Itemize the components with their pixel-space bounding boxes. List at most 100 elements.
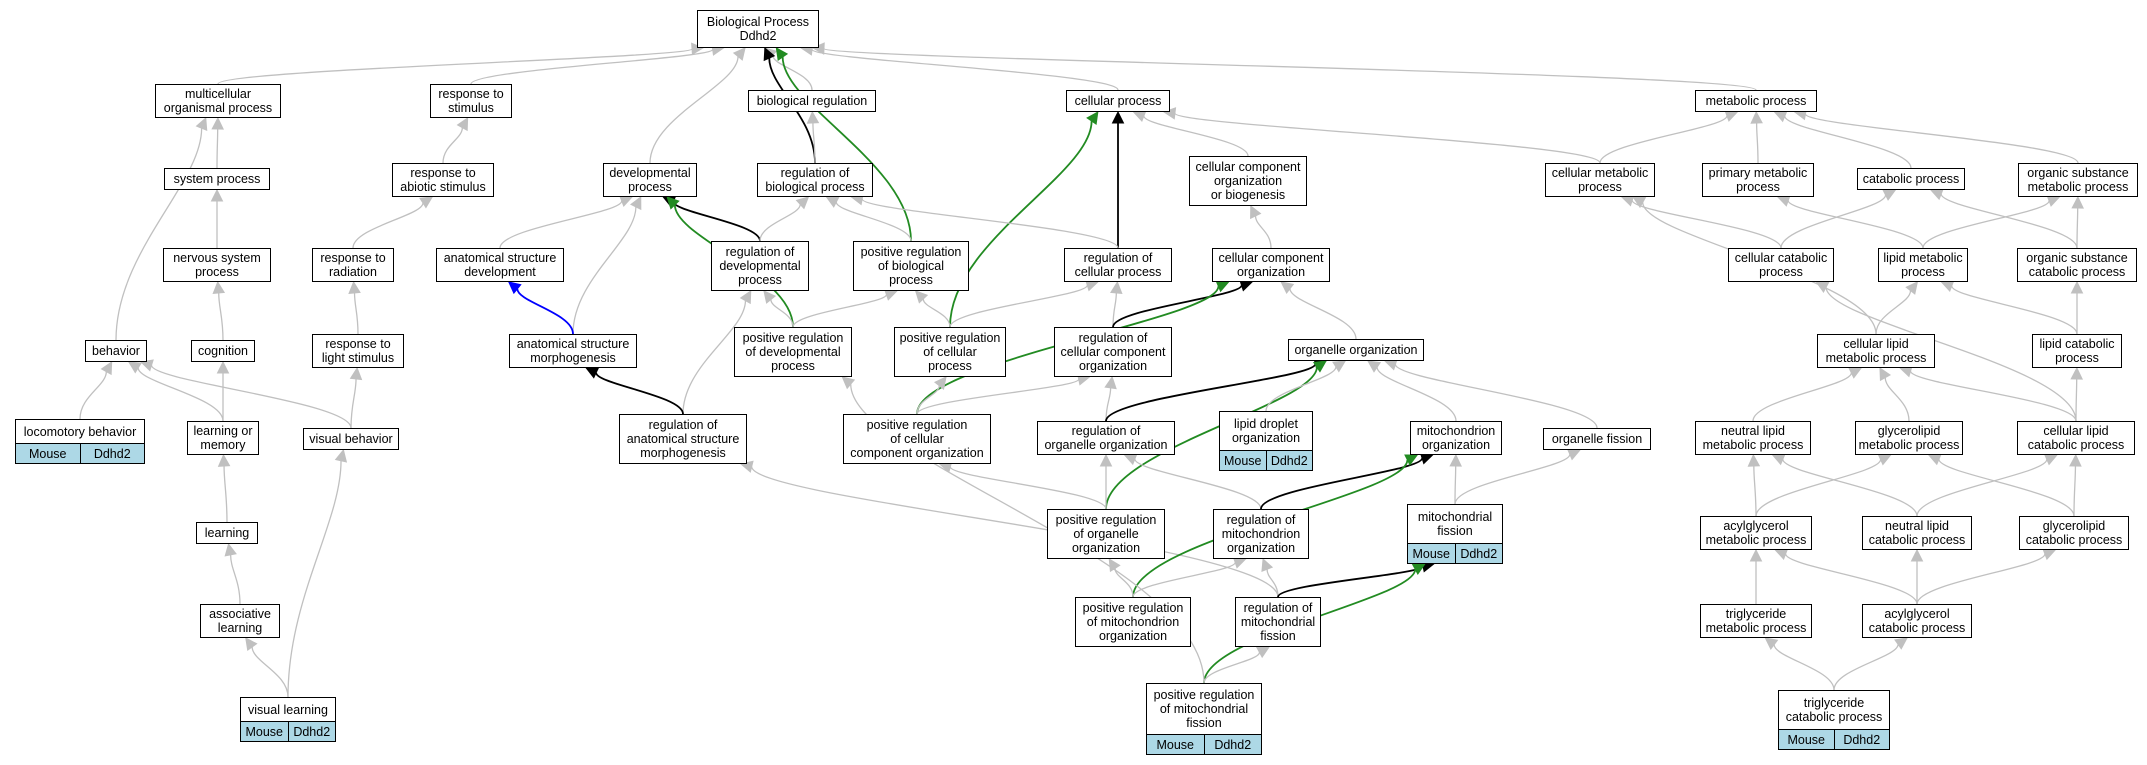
node-primary-metabolic-process[interactable]: primary metabolic process <box>1702 163 1814 197</box>
node-multicellular-organismal-process[interactable]: multicellular organismal process <box>155 84 281 118</box>
node-positive-regulation-of-mitochondrial-fission[interactable]: positive regulation of mitochondrial fis… <box>1146 683 1262 755</box>
node-response-to-radiation[interactable]: response to radiation <box>312 248 394 282</box>
node-cellular-catabolic-process[interactable]: cellular catabolic process <box>1728 248 1834 282</box>
node-regulation-of-organelle-organization[interactable]: regulation of organelle organization <box>1037 421 1175 455</box>
node-neutral-lipid-catabolic-process[interactable]: neutral lipid catabolic process <box>1862 516 1972 550</box>
arrowhead-glmp-to-clmp <box>1879 367 1892 382</box>
edge-agcp-to-glcp <box>1916 553 2046 605</box>
node-response-to-abiotic-stimulus[interactable]: response to abiotic stimulus <box>392 163 494 197</box>
node-lipid-catabolic-process[interactable]: lipid catabolic process <box>2032 334 2122 368</box>
node-positive-regulation-of-biological-process[interactable]: positive regulation of biological proces… <box>853 241 969 291</box>
node-learning-or-memory[interactable]: learning or memory <box>187 421 259 455</box>
node-glycerolipid-metabolic-process[interactable]: glycerolipid metabolic process <box>1855 421 1963 455</box>
node-glycerolipid-catabolic-process[interactable]: glycerolipid catabolic process <box>2019 516 2129 550</box>
arrowhead-cmp-to-mp <box>1724 110 1739 122</box>
arrowhead-tgcp-to-agcp <box>1894 637 1908 650</box>
edge-oscp-to-osmp <box>2076 207 2079 249</box>
node-acylglycerol-metabolic-process[interactable]: acylglycerol metabolic process <box>1700 516 1812 550</box>
node-regulation-of-cellular-component-organization[interactable]: regulation of cellular component organiz… <box>1054 327 1172 377</box>
node-organelle-fission[interactable]: organelle fission <box>1543 428 1651 450</box>
node-triglyceride-metabolic-process[interactable]: triglyceride metabolic process <box>1700 604 1812 638</box>
node-positive-regulation-of-organelle-organization[interactable]: positive regulation of organelle organiz… <box>1047 509 1165 559</box>
node-nervous-system-process[interactable]: nervous system process <box>163 248 271 282</box>
edge-ccob-to-cp <box>1143 115 1249 157</box>
node-cellular-metabolic-process[interactable]: cellular metabolic process <box>1545 163 1655 197</box>
node-system-process[interactable]: system process <box>164 168 270 190</box>
node-biological-regulation[interactable]: biological regulation <box>748 90 876 112</box>
node-regulation-of-mitochondrial-fission[interactable]: regulation of mitochondrial fission <box>1235 597 1321 647</box>
arrowhead-prdp-to-rdp <box>763 290 777 304</box>
node-cellular-component-organization[interactable]: cellular component organization <box>1212 248 1330 282</box>
annotation-organism: Mouse <box>1156 737 1195 752</box>
node-cellular-lipid-metabolic-process[interactable]: cellular lipid metabolic process <box>1817 334 1935 368</box>
node-cellular-lipid-catabolic-process[interactable]: cellular lipid catabolic process <box>2017 421 2135 455</box>
node-biological-process[interactable]: Biological Process Ddhd2 <box>697 10 819 48</box>
node-associative-learning[interactable]: associative learning <box>200 604 280 638</box>
node-regulation-of-cellular-process[interactable]: regulation of cellular process <box>1064 248 1172 282</box>
node-metabolic-process[interactable]: metabolic process <box>1695 90 1817 112</box>
edge-prdp-to-rdp <box>770 299 794 328</box>
node-positive-regulation-of-cellular-component-organization[interactable]: positive regulation of cellular componen… <box>843 414 991 464</box>
node-visual-behavior[interactable]: visual behavior <box>303 428 399 450</box>
node-response-to-stimulus[interactable]: response to stimulus <box>430 84 512 118</box>
node-organic-substance-catabolic-process[interactable]: organic substance catabolic process <box>2017 248 2137 282</box>
node-positive-regulation-of-cellular-process[interactable]: positive regulation of cellular process <box>894 327 1006 377</box>
edge-lom-to-beh <box>137 367 224 422</box>
node-anatomical-structure-morphogenesis[interactable]: anatomical structure morphogenesis <box>509 334 637 368</box>
arrowhead-cog-to-nsp <box>212 280 226 295</box>
arrowhead-tgmp-to-agmp <box>1749 548 1763 562</box>
edge-rmo-to-roo <box>1134 458 1262 510</box>
arrowhead-rmo-to-roo <box>1123 453 1138 466</box>
node-positive-regulation-of-mitochondrion-organization[interactable]: positive regulation of mitochondrion org… <box>1075 597 1191 647</box>
annotation-organism: Mouse <box>245 724 284 739</box>
edge-rdp-to-devp <box>672 201 761 242</box>
node-learning[interactable]: learning <box>196 522 258 544</box>
arrowhead-vb-to-rls <box>349 366 363 381</box>
node-mitochondrion-organization[interactable]: mitochondrion organization <box>1410 421 1502 455</box>
node-regulation-of-mitochondrion-organization[interactable]: regulation of mitochondrion organization <box>1213 509 1309 559</box>
arrowhead-rbp-to-breg <box>806 110 820 124</box>
arrowhead-proo-to-roo <box>1099 453 1113 467</box>
edge-roo-to-oo <box>1105 363 1317 422</box>
arrowhead-lcp-to-oscp <box>2070 280 2084 294</box>
arrowhead-lom-to-beh <box>127 361 142 374</box>
arrowhead-nlcp-to-clcp <box>2043 453 2058 466</box>
arrowhead-tgcp-to-tgmp <box>1764 637 1779 650</box>
arrowhead-rasm-to-rdp <box>739 290 752 305</box>
arrowhead-beh-to-mop <box>195 116 208 132</box>
edge-prbp-to-bp <box>781 57 912 242</box>
node-anatomical-structure-development[interactable]: anatomical structure development <box>436 248 564 282</box>
node-response-to-light-stimulus[interactable]: response to light stimulus <box>312 334 404 368</box>
node-behavior[interactable]: behavior <box>85 340 147 362</box>
arrowhead-glcp-to-clcp <box>2069 453 2082 467</box>
node-regulation-of-developmental-process[interactable]: regulation of developmental process <box>711 241 809 291</box>
edge-prcp-to-cp <box>949 121 1093 328</box>
node-organelle-organization[interactable]: organelle organization <box>1288 339 1424 361</box>
edge-proo-to-prcco <box>949 466 1107 510</box>
edge-vb-to-rls <box>350 378 357 429</box>
node-positive-regulation-of-developmental-process[interactable]: positive regulation of developmental pro… <box>734 327 852 377</box>
arrowhead-proo-to-oo <box>1312 360 1327 373</box>
node-cellular-component-organization-or-biogenesis[interactable]: cellular component organization or bioge… <box>1189 156 1307 206</box>
node-regulation-of-biological-process[interactable]: regulation of biological process <box>757 163 873 197</box>
node-cognition[interactable]: cognition <box>191 340 255 362</box>
edge-of-to-oo <box>1394 363 1598 429</box>
node-lipid-metabolic-process[interactable]: lipid metabolic process <box>1878 248 1968 282</box>
arrowhead-learn-to-lom <box>217 453 231 467</box>
arrowhead-lmp-to-pmp <box>1776 194 1791 207</box>
edge-prmo-to-rmo <box>1132 561 1236 598</box>
node-organic-substance-metabolic-process[interactable]: organic substance metabolic process <box>2018 163 2138 197</box>
node-regulation-of-anatomical-structure-morphogenesis[interactable]: regulation of anatomical structure morph… <box>619 414 747 464</box>
node-catabolic-process[interactable]: catabolic process <box>1857 168 1965 190</box>
node-neutral-lipid-metabolic-process[interactable]: neutral lipid metabolic process <box>1695 421 1811 455</box>
node-cellular-process[interactable]: cellular process <box>1066 90 1170 112</box>
node-developmental-process[interactable]: developmental process <box>603 163 697 197</box>
arrowhead-glcp-to-glmp <box>1927 453 1942 466</box>
node-acylglycerol-catabolic-process[interactable]: acylglycerol catabolic process <box>1862 604 1972 638</box>
